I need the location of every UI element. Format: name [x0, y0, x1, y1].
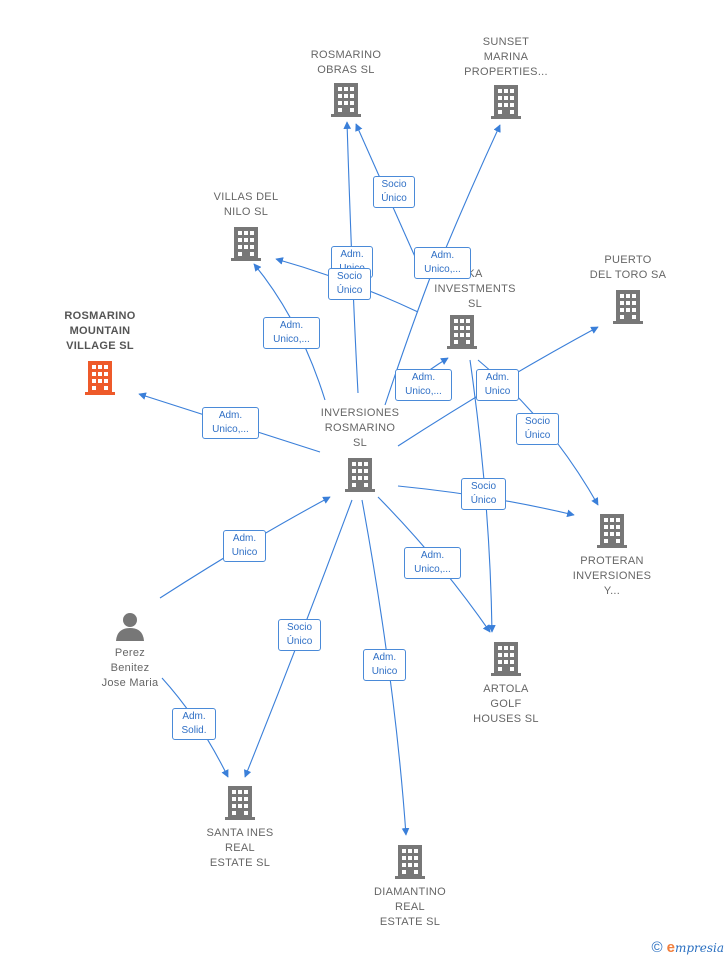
edge-label[interactable]: Adm. Unico — [476, 369, 519, 401]
node-label: INVERSIONES ROSMARINO SL — [320, 407, 400, 449]
edge-label[interactable]: Adm. Solid. — [172, 708, 216, 740]
building-icon — [491, 642, 521, 676]
footer-brand: ©empresia — [652, 939, 724, 956]
brand-logo-text: mpresia — [674, 941, 724, 955]
edge-path — [384, 269, 434, 406]
node-villas-nilo[interactable]: VILLAS DEL NILO SL — [186, 190, 306, 267]
building-icon — [85, 361, 115, 395]
node-label: Perez Benitez Jose Maria — [101, 647, 159, 689]
building-icon — [447, 315, 477, 349]
edge-label[interactable]: Adm. Unico — [363, 649, 406, 681]
node-rosmarino-mountain[interactable]: ROSMARINO MOUNTAIN VILLAGE SL — [40, 309, 160, 401]
node-perez[interactable]: Perez Benitez Jose Maria — [70, 611, 190, 691]
person-icon — [116, 613, 144, 641]
copyright-symbol: © — [651, 939, 663, 956]
node-label: PROTERAN INVERSIONES Y... — [572, 555, 652, 597]
node-proteran[interactable]: PROTERAN INVERSIONES Y... — [552, 513, 672, 599]
building-icon — [613, 290, 643, 324]
building-icon — [331, 83, 361, 117]
node-label: ROSMARINO MOUNTAIN VILLAGE SL — [64, 310, 136, 352]
node-label: SANTA INES REAL ESTATE SL — [206, 827, 274, 869]
building-icon — [491, 85, 521, 119]
node-rosmarino-obras[interactable]: ROSMARINO OBRAS SL — [286, 48, 406, 123]
edge-label[interactable]: Adm. Unico,... — [414, 247, 471, 279]
brand-logo-initial: e — [666, 939, 675, 956]
node-puerto-toro[interactable]: PUERTO DEL TORO SA — [568, 253, 688, 330]
node-sunset-marina[interactable]: SUNSET MARINA PROPERTIES... — [446, 35, 566, 125]
edge-label[interactable]: Socio Único — [373, 176, 415, 208]
edge-label[interactable]: Socio Único — [328, 268, 371, 300]
edge-label[interactable]: Adm. Unico,... — [263, 317, 320, 349]
node-santa-ines[interactable]: SANTA INES REAL ESTATE SL — [180, 785, 300, 871]
building-icon — [345, 458, 375, 492]
edge-label[interactable]: Adm. Unico,... — [395, 369, 452, 401]
building-icon — [231, 227, 261, 261]
node-ka-investments[interactable]: KA INVESTMENTS SL — [402, 267, 522, 355]
node-label: VILLAS DEL NILO SL — [213, 191, 279, 218]
node-label: SUNSET MARINA PROPERTIES... — [464, 36, 548, 78]
building-icon — [597, 514, 627, 548]
node-diamantino[interactable]: DIAMANTINO REAL ESTATE SL — [350, 844, 470, 930]
node-label: DIAMANTINO REAL ESTATE SL — [373, 886, 447, 928]
edge-label[interactable]: Adm. Unico,... — [202, 407, 259, 439]
node-artola[interactable]: ARTOLA GOLF HOUSES SL — [446, 641, 566, 727]
node-label: ARTOLA GOLF HOUSES SL — [473, 683, 539, 725]
node-label: ROSMARINO OBRAS SL — [310, 49, 382, 76]
edge-label[interactable]: Socio Único — [516, 413, 559, 445]
node-inversiones-rosmarino[interactable]: INVERSIONES ROSMARINO SL — [300, 406, 420, 498]
edge-label[interactable]: Socio Único — [278, 619, 321, 651]
edge-label[interactable]: Adm. Unico,... — [404, 547, 461, 579]
edge-path — [439, 124, 501, 263]
building-icon — [395, 845, 425, 879]
node-label: PUERTO DEL TORO SA — [589, 254, 667, 281]
building-icon — [225, 786, 255, 820]
edge-label[interactable]: Adm. Unico — [223, 530, 266, 562]
node-label: KA INVESTMENTS SL — [434, 268, 516, 310]
edge-label[interactable]: Socio Único — [461, 478, 506, 510]
